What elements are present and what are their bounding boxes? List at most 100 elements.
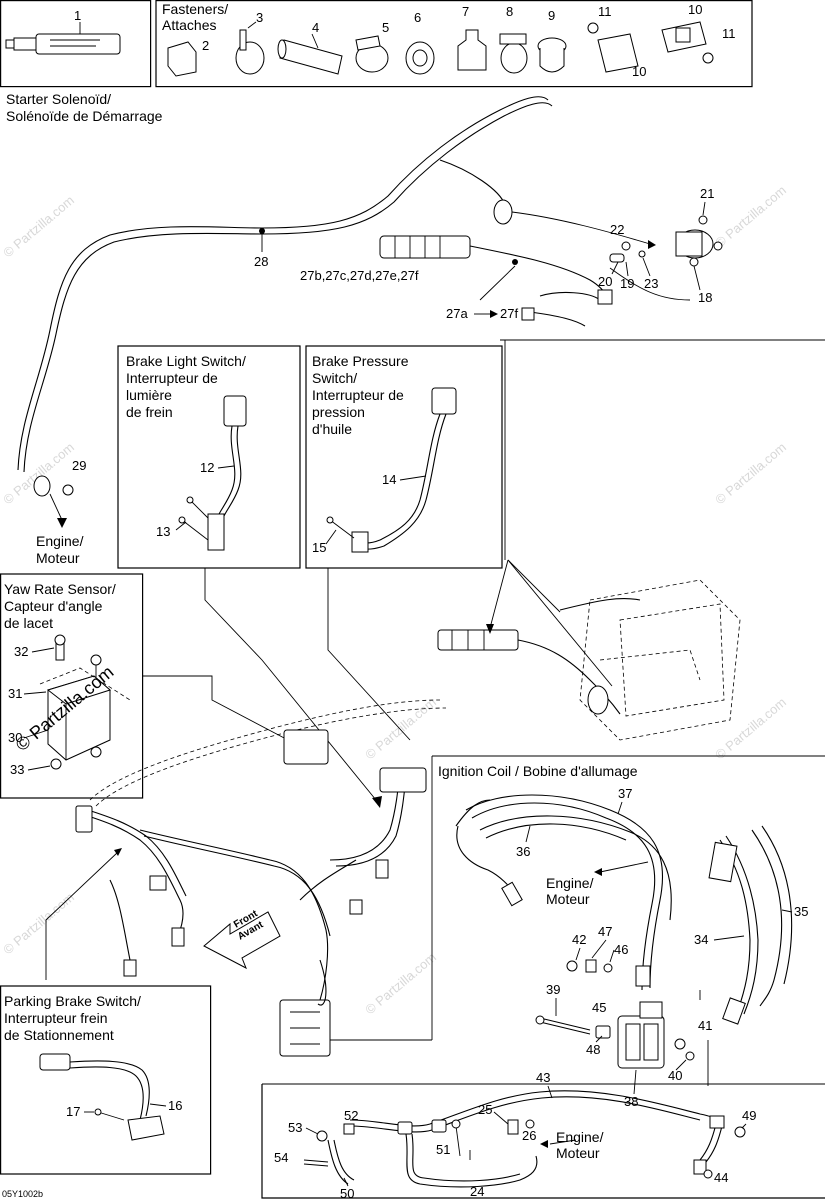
callout-9: 9 xyxy=(548,8,555,23)
tube-box xyxy=(0,0,152,88)
nut-icon xyxy=(525,1119,535,1129)
callout-11: 11 xyxy=(722,26,736,41)
watermark: © Partzilla.com xyxy=(0,889,77,957)
callout-24: 24 xyxy=(470,1184,484,1199)
callout-54: 54 xyxy=(274,1150,288,1165)
callout-52: 52 xyxy=(344,1108,358,1123)
ignition-coil-icon xyxy=(617,1001,665,1069)
fasteners-box xyxy=(155,0,753,88)
terminal-icon xyxy=(33,475,51,497)
callout-44: 44 xyxy=(714,1170,728,1185)
brake-light-switch-icon xyxy=(207,395,247,551)
brake-pressure-title-line: Switch/ xyxy=(312,370,357,386)
callout-48: 48 xyxy=(586,1042,600,1057)
bracket-icon xyxy=(457,29,487,71)
starter-title-line: Solénoïde de Démarrage xyxy=(6,108,163,124)
svg-text:de Stationnement: de Stationnement xyxy=(4,1027,114,1043)
spacer-icon xyxy=(595,1025,611,1039)
arrow-head-icon xyxy=(490,310,498,318)
nut-icon xyxy=(703,1169,713,1179)
bottom-wires-box xyxy=(261,1084,825,1199)
callout-8: 8 xyxy=(506,4,513,19)
brake-light-title-line: Brake Light Switch/ xyxy=(126,353,246,369)
callout-12: 12 xyxy=(200,460,214,475)
svg-text:Attaches: Attaches xyxy=(162,17,216,33)
callout-43: 43 xyxy=(536,1070,550,1085)
brake-pressure-title-line: Brake Pressure xyxy=(312,353,409,369)
watermark: © Partzilla.com xyxy=(712,182,789,250)
ignition-title: Ignition Coil / Bobine d'allumage xyxy=(438,763,638,779)
callout-32: 32 xyxy=(14,644,28,659)
svg-text:Brake Pressure: Brake Pressure xyxy=(312,353,409,369)
screw-icon xyxy=(326,516,355,539)
brake-pressure-box xyxy=(305,345,503,569)
callout-10: 10 xyxy=(632,64,646,79)
callout-17: 17 xyxy=(66,1104,80,1119)
svg-text:Starter Solenoïd/: Starter Solenoïd/ xyxy=(6,91,111,107)
brake-pressure-title-line: d'huile xyxy=(312,421,352,437)
connector-icon xyxy=(493,199,513,225)
plate-icon xyxy=(587,22,639,73)
callout-39: 39 xyxy=(546,982,560,997)
callout-25: 25 xyxy=(478,1102,492,1117)
brake-light-title-line: Interrupteur de xyxy=(126,370,218,386)
svg-text:Capteur d'angle: Capteur d'angle xyxy=(4,598,103,614)
engine-label-line: Moteur xyxy=(556,1145,600,1161)
brake-pressure-title-line: pression xyxy=(312,404,365,420)
yaw-rate-sensor-icon xyxy=(39,634,131,770)
screw-icon xyxy=(94,1108,125,1121)
callout-11: 11 xyxy=(598,4,612,19)
engine-label-line: Engine/ xyxy=(546,875,594,891)
starter-title-line: Starter Solenoïd/ xyxy=(6,91,111,107)
callout-47: 47 xyxy=(598,924,612,939)
brake-pressure-title-line: Interrupteur de xyxy=(312,387,404,403)
rubber-boot-icon xyxy=(537,37,567,73)
svg-text:Switch/: Switch/ xyxy=(312,370,357,386)
fasteners-title-line: Fasteners/ xyxy=(162,1,228,17)
callout-3: 3 xyxy=(256,10,263,25)
svg-text:Solénoïde de Démarrage: Solénoïde de Démarrage xyxy=(6,108,163,124)
callout-35: 35 xyxy=(794,904,808,919)
bolt-icon xyxy=(303,1159,329,1167)
clamp-icon xyxy=(355,35,389,73)
svg-text:Brake Light Switch/: Brake Light Switch/ xyxy=(126,353,246,369)
bolt-icon xyxy=(566,959,613,973)
callout-2: 2 xyxy=(202,38,209,53)
p-clip-icon xyxy=(499,33,528,74)
callout-50: 50 xyxy=(340,1186,354,1200)
cable-tie-icon xyxy=(235,29,265,75)
callout-29: 29 xyxy=(72,458,86,473)
svg-text:Engine/: Engine/ xyxy=(546,875,594,891)
svg-text:Moteur: Moteur xyxy=(556,1145,600,1161)
sleeve-icon xyxy=(277,39,343,75)
brake-pressure-switch-icon xyxy=(351,387,457,553)
callout-18: 18 xyxy=(698,290,712,305)
svg-text:d'huile: d'huile xyxy=(312,421,352,437)
nut-icon xyxy=(685,1051,695,1061)
svg-text:lumière: lumière xyxy=(126,387,172,403)
callout-34: 34 xyxy=(694,932,708,947)
brake-light-title-line: de frein xyxy=(126,404,173,420)
watermark: © Partzilla.com xyxy=(0,439,77,507)
callout-33: 33 xyxy=(10,762,24,777)
engine-label-line: Moteur xyxy=(36,550,80,566)
callout-26: 26 xyxy=(522,1128,536,1143)
starter-solenoid-icon xyxy=(675,215,723,267)
yaw-sensor-box xyxy=(0,573,144,799)
engine-label-line: Moteur xyxy=(546,891,590,907)
callout-15: 15 xyxy=(312,540,326,555)
svg-text:Moteur: Moteur xyxy=(36,550,80,566)
callout-6: 6 xyxy=(414,10,421,25)
svg-text:Engine/: Engine/ xyxy=(36,533,84,549)
washer-icon xyxy=(638,250,646,258)
callout-49: 49 xyxy=(742,1108,756,1123)
callout-45: 45 xyxy=(592,1000,606,1015)
callout-7: 7 xyxy=(462,4,469,19)
harness-27 xyxy=(379,235,613,327)
svg-text:Parking Brake Switch/: Parking Brake Switch/ xyxy=(4,993,141,1009)
callout-21: 21 xyxy=(700,186,714,201)
screw-icon xyxy=(178,496,209,541)
watermark: © Partzilla.com xyxy=(0,192,77,260)
nut-icon xyxy=(621,241,631,251)
